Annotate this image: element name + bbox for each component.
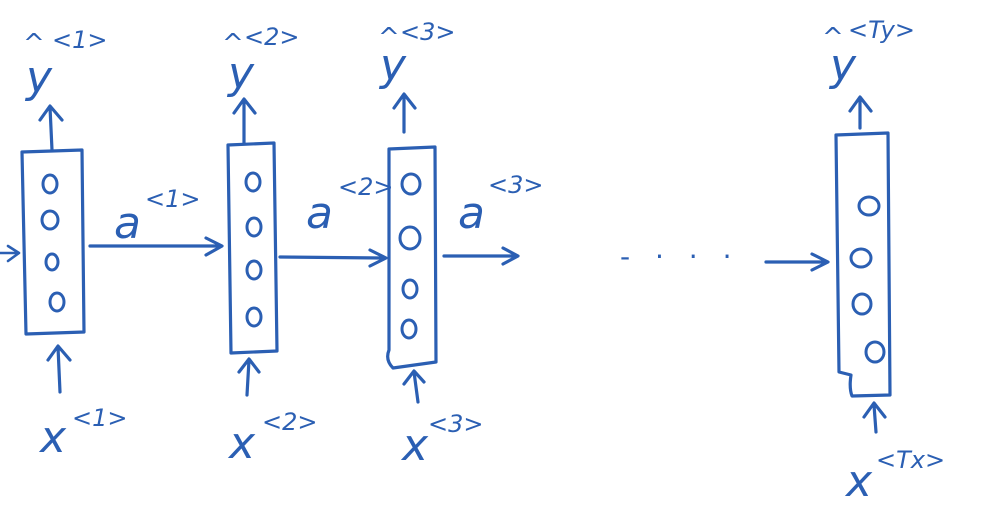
cell-1-unit bbox=[44, 252, 60, 272]
y-hat-3-letter: y bbox=[378, 40, 407, 91]
y-hat-3-sup: <3> bbox=[400, 18, 456, 46]
x-1-letter: x bbox=[38, 412, 67, 463]
cell-final-unit bbox=[864, 340, 886, 364]
cell-1-box bbox=[20, 148, 86, 336]
rnn-cell-final: ^ y <Ty> x <Tx> bbox=[822, 16, 945, 507]
cell-3-output-arrow bbox=[392, 92, 417, 134]
x-2-sup: <2> bbox=[262, 408, 318, 436]
a1-sup: <1> bbox=[145, 185, 201, 213]
y-hat-2-letter: y bbox=[226, 48, 255, 99]
y-hat-final-hat: ^ bbox=[822, 23, 844, 53]
a2-arrow bbox=[278, 248, 388, 268]
a1-letter: a bbox=[114, 198, 141, 249]
a1-arrow bbox=[88, 236, 224, 257]
y-hat-final-sup: <Ty> bbox=[848, 16, 915, 44]
y-hat-1-letter: y bbox=[24, 52, 53, 103]
cell-2-unit bbox=[245, 216, 263, 238]
x-3-letter: x bbox=[400, 420, 429, 471]
x-3-sup: <3> bbox=[428, 410, 484, 438]
a2-sup: <2> bbox=[338, 173, 394, 201]
y-hat-final-letter: y bbox=[828, 40, 857, 91]
cell-final-input-arrow bbox=[862, 401, 887, 434]
a0-arrow bbox=[0, 244, 21, 263]
cell-2-unit bbox=[244, 171, 262, 193]
cell-2-output-arrow bbox=[232, 97, 257, 145]
cell-final-unit bbox=[851, 292, 873, 316]
rnn-cell-2: ^ y <2> x <2> bbox=[222, 23, 318, 469]
cell-final-box bbox=[834, 131, 892, 398]
cell-final-unit bbox=[857, 195, 881, 217]
cell-2-unit bbox=[245, 259, 263, 281]
cell-3-input-arrow bbox=[402, 369, 426, 404]
cell-3-unit bbox=[400, 318, 418, 340]
x-final-letter: x bbox=[844, 456, 873, 507]
cell-final-output-arrow bbox=[848, 95, 873, 130]
activation-3: a <3> bbox=[442, 171, 544, 266]
cell-3-unit bbox=[401, 278, 419, 300]
x-2-letter: x bbox=[227, 418, 256, 469]
ellipsis: - · · · bbox=[620, 240, 740, 273]
a2-letter: a bbox=[306, 188, 333, 239]
continuation: - · · · bbox=[620, 240, 830, 273]
cell-2-unit bbox=[245, 306, 263, 328]
activation-2: a <2> bbox=[278, 173, 394, 268]
a3-arrow bbox=[442, 246, 520, 266]
cell-1-unit bbox=[41, 173, 59, 195]
activation-1: a <1> bbox=[88, 185, 224, 257]
cell-2-input-arrow bbox=[237, 357, 261, 397]
cell-1-output-arrow bbox=[38, 104, 64, 152]
cell-final-unit bbox=[849, 247, 873, 269]
rnn-cell-1: ^ y <1> x <1> bbox=[0, 26, 128, 463]
y-hat-2-sup: <2> bbox=[244, 23, 300, 51]
cell-1-input-arrow bbox=[46, 344, 72, 394]
y-hat-1-hat: ^ bbox=[23, 29, 45, 59]
a3-sup: <3> bbox=[488, 171, 544, 199]
y-hat-1-sup: <1> bbox=[52, 26, 108, 54]
cell-1-unit bbox=[40, 209, 60, 231]
a3-letter: a bbox=[458, 188, 485, 239]
cell-3-unit bbox=[398, 225, 422, 251]
cell-3-unit bbox=[400, 172, 422, 196]
a-final-arrow bbox=[764, 252, 830, 272]
cell-2-box bbox=[226, 141, 279, 355]
y-hat-2-hat: ^ bbox=[222, 29, 244, 59]
cell-3-box bbox=[386, 145, 438, 370]
x-1-sup: <1> bbox=[72, 404, 128, 432]
cell-1-unit bbox=[48, 291, 66, 313]
x-final-sup: <Tx> bbox=[876, 446, 945, 474]
y-hat-3-hat: ^ bbox=[378, 23, 400, 53]
rnn-cell-3: ^ y <3> x <3> bbox=[378, 18, 484, 471]
